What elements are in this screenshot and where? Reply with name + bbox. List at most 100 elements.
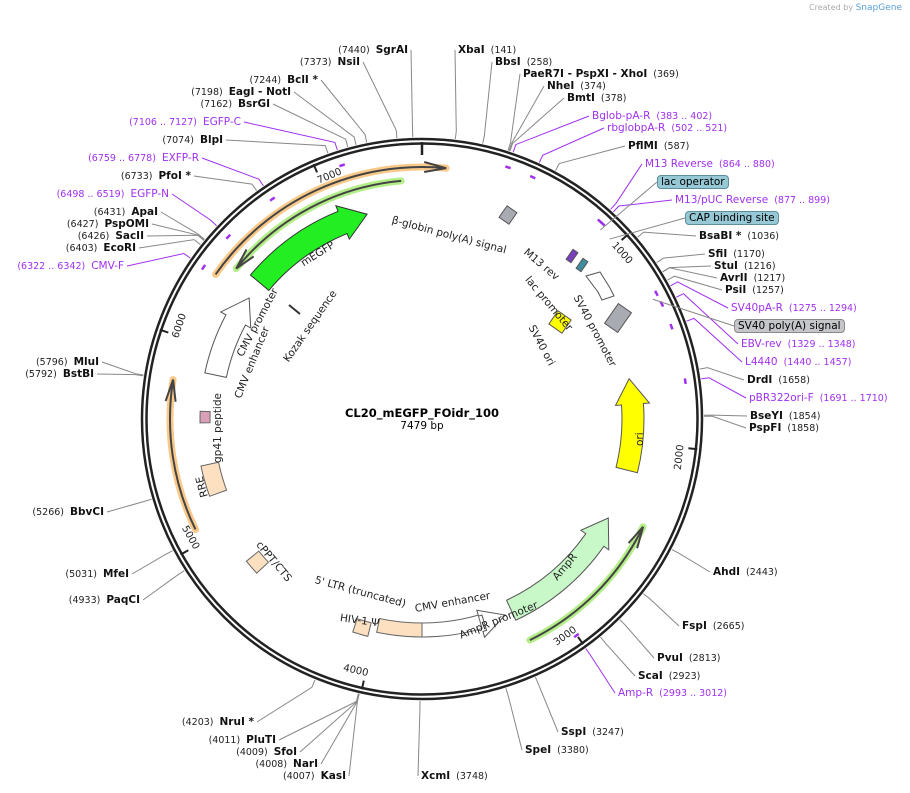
gp41-box[interactable] <box>199 410 211 424</box>
enzyme-site[interactable]: (5266)BbvCI <box>26 506 104 519</box>
primer-label-position: (1329 .. 1348) <box>787 339 856 350</box>
primer-label[interactable]: (7106 .. 7127)EGFP-C <box>123 116 241 129</box>
enzyme-site[interactable]: (7162)BsrGI <box>194 98 270 111</box>
CMV-promoter-arrow[interactable] <box>204 297 252 379</box>
enzyme-site[interactable]: PsiI(1257) <box>725 284 790 297</box>
lac-promoter-arrow[interactable] <box>585 271 615 301</box>
beta-globin-polyA-box[interactable] <box>498 205 518 225</box>
primer-label[interactable]: pBR322ori-F(1691 .. 1710) <box>749 392 894 405</box>
M13-rev-box[interactable] <box>565 248 579 264</box>
CMV-enhancer-bottom[interactable] <box>421 614 483 638</box>
enzyme-site[interactable]: (4203)NruI * <box>176 716 254 729</box>
primer-label-name: Amp-R <box>618 687 654 699</box>
mEGFP-arrow[interactable] <box>249 205 368 292</box>
enzyme-site-position: (2813) <box>688 653 721 664</box>
5-LTR-box[interactable] <box>376 617 423 638</box>
green-orf-bottom[interactable] <box>529 526 645 642</box>
enzyme-site[interactable]: BmtI(378) <box>567 92 632 105</box>
enzyme-site[interactable]: (6427)PspOMI <box>61 218 149 231</box>
RRE-box[interactable] <box>200 461 228 497</box>
orf-arrow-left[interactable] <box>169 379 197 530</box>
enzyme-site[interactable]: (6733)PfoI * <box>115 170 191 183</box>
enzyme-site[interactable]: DrdI(1658) <box>747 374 816 387</box>
enzyme-site-leader <box>671 549 711 573</box>
primer-label[interactable]: (6322 .. 6342)CMV-F <box>11 260 124 273</box>
primer-label[interactable]: EBV-rev(1329 .. 1348) <box>741 338 862 351</box>
enzyme-site[interactable]: PaeR7I - PspXI - XhoI(369) <box>523 68 685 81</box>
enzyme-site-leader <box>146 234 205 241</box>
enzyme-site[interactable]: (4009)SfoI <box>230 746 297 759</box>
enzyme-site[interactable]: BbsI(258) <box>495 56 558 69</box>
SV40-ori-box[interactable] <box>548 310 572 334</box>
primer-label[interactable]: SV40pA-R(1275 .. 1294) <box>731 302 863 315</box>
enzyme-site[interactable]: FspI(2665) <box>682 620 750 633</box>
enzyme-site[interactable]: (7440)SgrAI <box>332 44 408 57</box>
enzyme-site[interactable]: SfiI(1170) <box>708 248 771 261</box>
enzyme-site-leader <box>662 265 712 273</box>
enzyme-site-leader <box>96 373 144 377</box>
enzyme-site-leader <box>299 693 360 753</box>
primer-label-position: (1275 .. 1294) <box>788 303 857 314</box>
enzyme-site[interactable]: AvrII(1217) <box>720 272 791 285</box>
enzyme-site[interactable]: PvuI(2813) <box>657 652 727 665</box>
cPPT-box[interactable] <box>245 550 270 574</box>
AmpR-promoter-arrow[interactable] <box>476 609 507 639</box>
enzyme-site[interactable]: PflMI(587) <box>628 140 695 153</box>
enzyme-site[interactable]: BseYI(1854) <box>750 410 826 423</box>
enzyme-site[interactable]: (5792)BstBI <box>19 368 94 381</box>
ori-arrow[interactable] <box>614 377 651 474</box>
feature-callout[interactable]: lac operator <box>657 175 729 189</box>
feature-callout[interactable]: SV40 poly(A) signal <box>734 319 845 333</box>
primer-label[interactable]: Bglob-pA-R(383 .. 402) <box>592 110 718 123</box>
enzyme-site-leader <box>555 145 626 171</box>
enzyme-site[interactable]: (4011)PluTI <box>203 734 276 747</box>
primer-label[interactable]: (6759 .. 6778)EXFP-R <box>82 152 199 165</box>
primer-label[interactable]: rbglobpA-R(502 .. 521) <box>607 122 733 135</box>
AmpR-arrow[interactable] <box>505 517 610 621</box>
enzyme-site[interactable]: AhdI(2443) <box>713 566 784 579</box>
lac-operator-box[interactable] <box>575 257 589 273</box>
primer-label-position: (864 .. 880) <box>718 159 775 170</box>
enzyme-site[interactable]: (7074)BlpI <box>156 134 223 147</box>
enzyme-site-position: (587) <box>663 141 690 152</box>
primer-label[interactable]: M13 Reverse(864 .. 880) <box>645 158 781 171</box>
enzyme-site[interactable]: PspFI(1858) <box>749 422 825 435</box>
enzyme-site[interactable]: ScaI(2923) <box>638 670 706 683</box>
enzyme-site-leader <box>106 498 152 513</box>
SV40-promoter-box[interactable] <box>603 302 633 334</box>
enzyme-site-position: (7198) <box>191 87 223 98</box>
enzyme-site-name: MfeI <box>102 568 129 580</box>
feature-label[interactable]: ori <box>634 432 646 446</box>
enzyme-site-name: BsaBI * <box>699 230 742 242</box>
enzyme-site[interactable]: NheI(374) <box>547 80 612 93</box>
enzyme-site[interactable]: (7244)BclI * <box>244 74 318 87</box>
enzyme-site[interactable]: SpeI(3380) <box>525 744 595 757</box>
enzyme-site[interactable]: StuI(1216) <box>714 260 782 273</box>
enzyme-site[interactable]: (5796)MluI <box>30 356 99 369</box>
enzyme-site[interactable]: XbaI(141) <box>458 44 522 57</box>
enzyme-site[interactable]: SspI(3247) <box>561 726 630 739</box>
enzyme-site[interactable]: (4007)KasI <box>277 770 346 783</box>
green-orf-top[interactable] <box>235 179 402 270</box>
enzyme-site[interactable]: BsaBI *(1036) <box>699 230 785 243</box>
primer-label-name: L4440 <box>745 356 778 368</box>
enzyme-site-name: AvrII <box>720 272 748 284</box>
primer-label[interactable]: (6498 .. 6519)EGFP-N <box>51 188 169 201</box>
enzyme-site[interactable]: (6431)ApaI <box>88 206 158 219</box>
enzyme-site[interactable]: (6426)SacII <box>72 230 144 243</box>
feature-label[interactable]: gp41 peptide <box>212 393 224 463</box>
enzyme-site[interactable]: (4933)PaqCI <box>63 594 140 607</box>
enzyme-site[interactable]: (5031)MfeI <box>59 568 129 581</box>
primer-label[interactable]: M13/pUC Reverse(877 .. 899) <box>675 194 836 207</box>
primer-label[interactable]: L4440(1440 .. 1457) <box>745 356 857 369</box>
feature-callout[interactable]: CAP binding site <box>685 211 779 225</box>
HIV-psi-box[interactable] <box>352 618 372 637</box>
enzyme-site[interactable]: (7198)EagI - NotI <box>185 86 291 99</box>
enzyme-site[interactable]: (6403)EcoRI <box>60 242 136 255</box>
enzyme-site-position: (2923) <box>668 671 701 682</box>
primer-label[interactable]: Amp-R(2993 .. 3012) <box>618 687 733 700</box>
enzyme-site[interactable]: (4008)NarI <box>249 758 318 771</box>
orf-arrow-top[interactable] <box>214 166 447 276</box>
enzyme-site[interactable]: (7373)NsiI <box>294 56 360 69</box>
enzyme-site[interactable]: XcmI(3748) <box>421 770 494 783</box>
